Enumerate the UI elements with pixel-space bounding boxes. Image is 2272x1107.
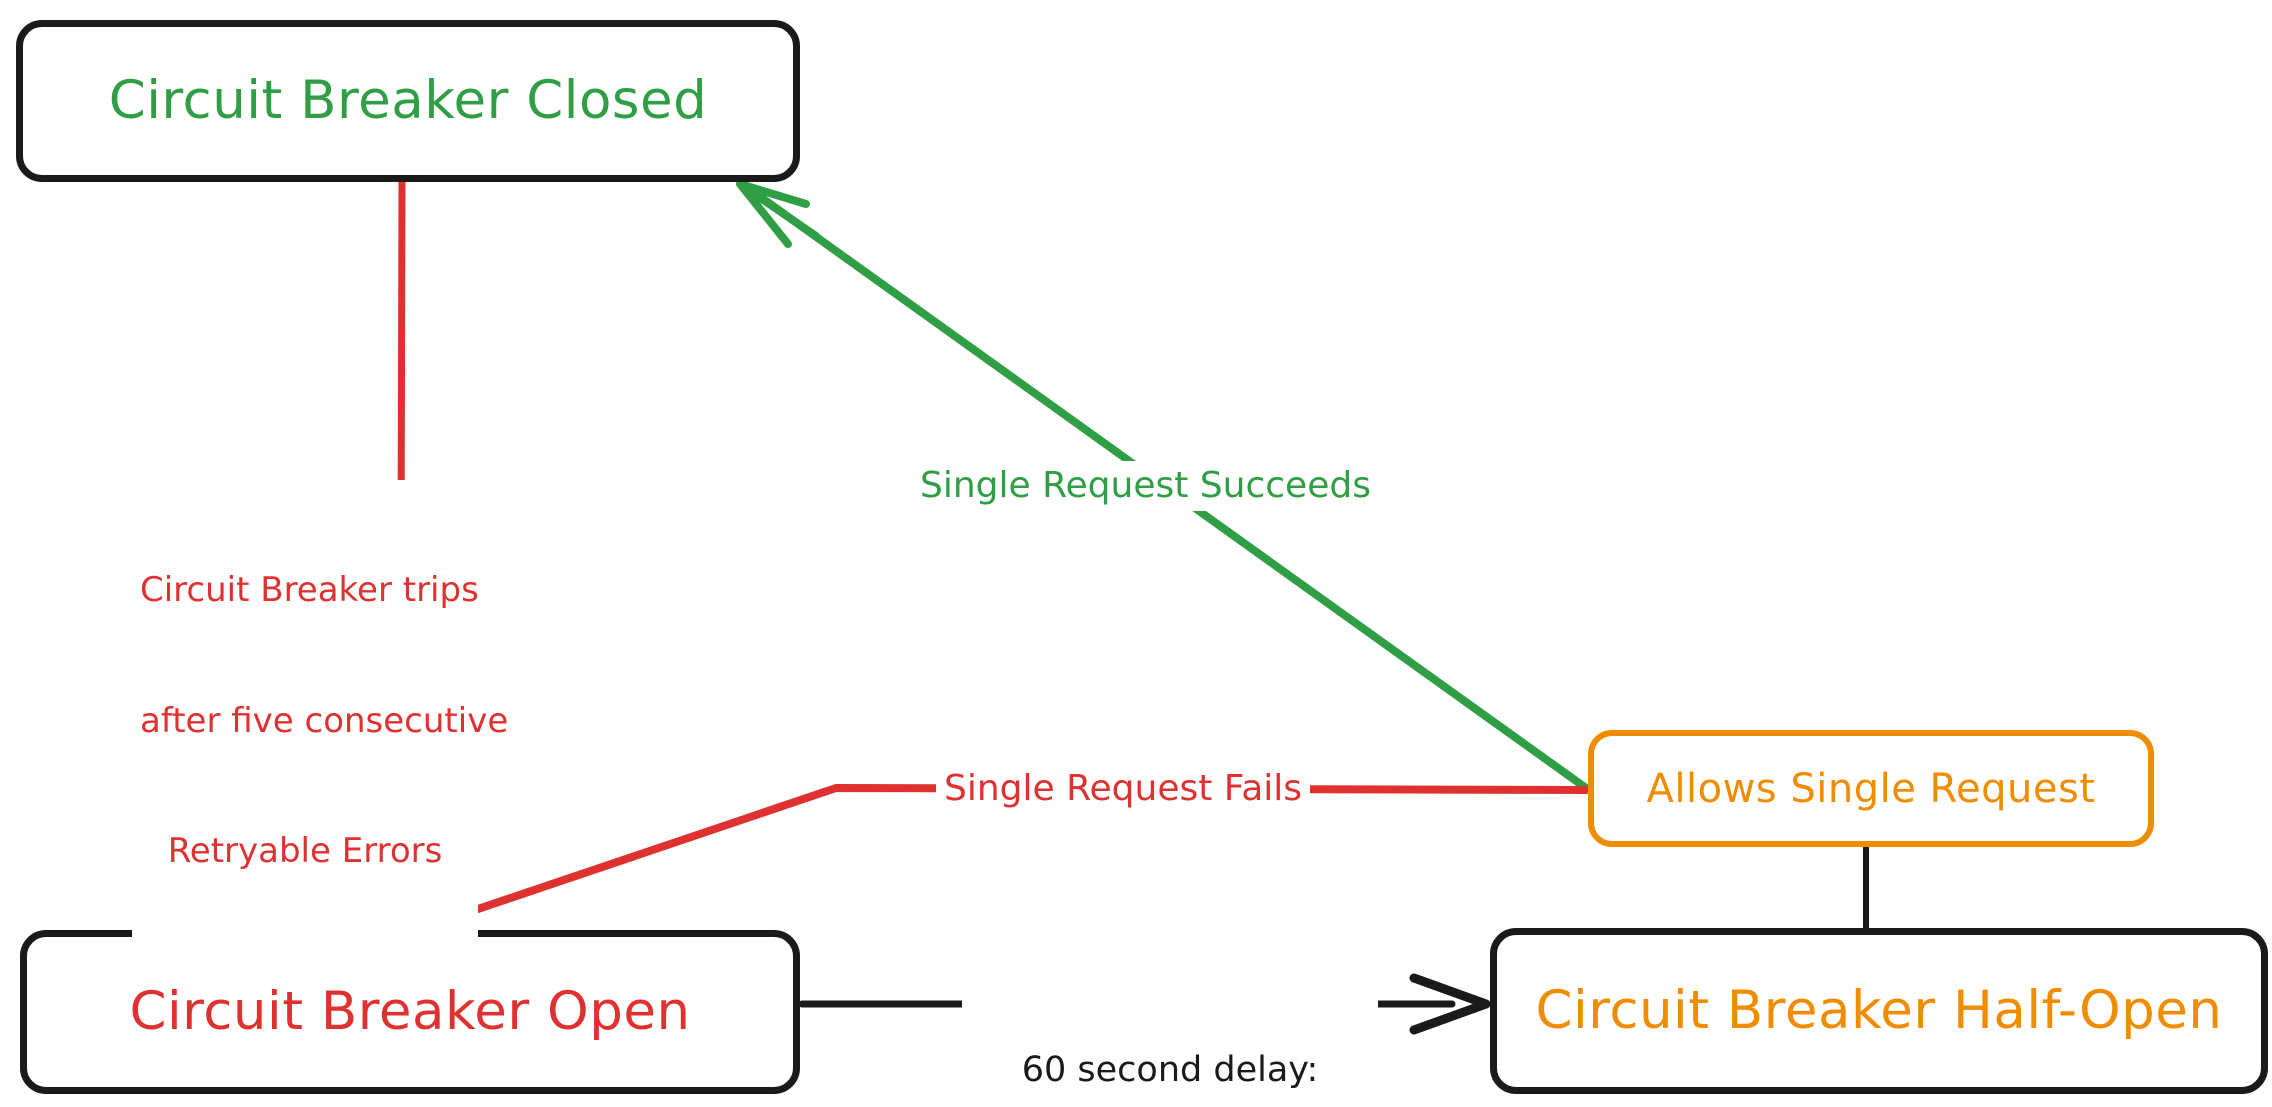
edge-label-single-request-succeeds: Single Request Succeeds xyxy=(912,461,1379,512)
edge-label-line: 60 second delay: xyxy=(1021,1049,1319,1090)
state-node-allows-single-request[interactable]: Allows Single Request xyxy=(1588,730,2154,847)
state-node-label: Circuit Breaker Open xyxy=(129,980,691,1042)
edge-label-single-request-fails: Single Request Fails xyxy=(936,764,1311,815)
state-node-circuit-breaker-half-open[interactable]: Circuit Breaker Half-Open xyxy=(1490,928,2268,1094)
edge-label-line: after five consecutive xyxy=(140,700,509,741)
state-node-label: Allows Single Request xyxy=(1646,765,2096,812)
state-node-label: Circuit Breaker Closed xyxy=(108,69,708,131)
edge-label-line: Retryable Errors xyxy=(167,831,443,872)
edge-label-circuit-breaker-trips: Circuit Breaker trips after five consecu… xyxy=(132,480,509,963)
edge-label-sixty-second-delay: 60 second delay: No requests allowed xyxy=(962,956,1378,1107)
state-node-circuit-breaker-closed[interactable]: Circuit Breaker Closed xyxy=(16,20,800,182)
edge-label-line: Circuit Breaker trips xyxy=(140,570,479,611)
state-node-label: Circuit Breaker Half-Open xyxy=(1535,979,2223,1041)
